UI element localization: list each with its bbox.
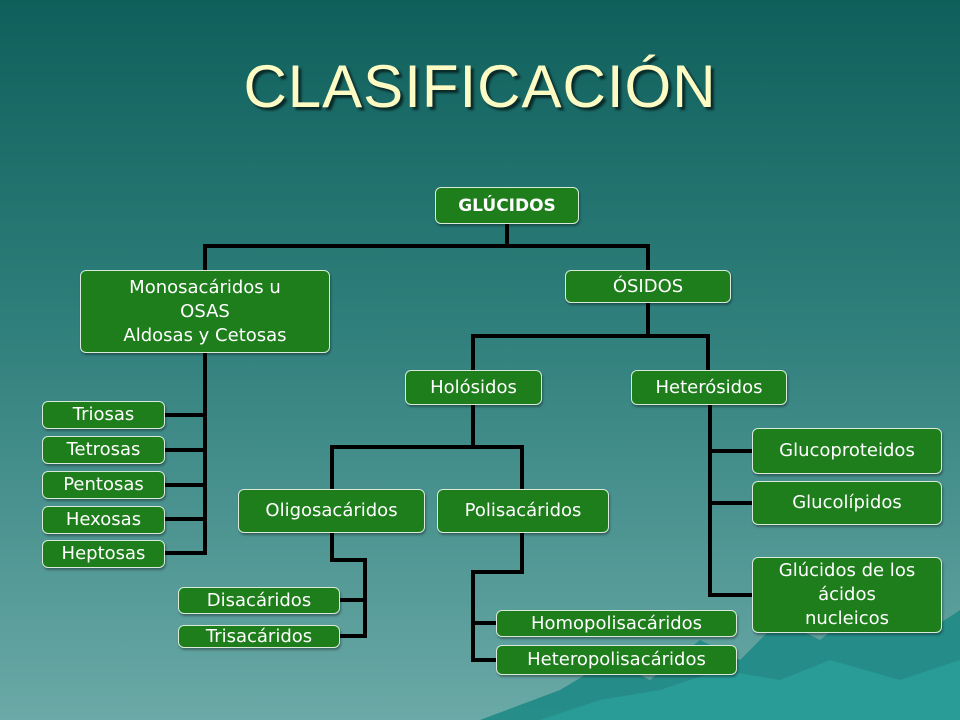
node-hexosas: Hexosas xyxy=(42,506,165,534)
node-monosacaridos: Monosacáridos u OSAS Aldosas y Cetosas xyxy=(80,270,330,353)
node-polisacaridos: Polisacáridos xyxy=(437,489,609,533)
node-heptosas: Heptosas xyxy=(42,540,165,568)
node-heteropolisacaridos-label: Heteropolisacáridos xyxy=(527,649,706,670)
node-disacaridos-label: Disacáridos xyxy=(206,589,312,611)
node-glucidos-acidos-line-1: Glúcidos de los xyxy=(778,560,916,581)
node-pentosas: Pentosas xyxy=(42,471,165,499)
node-homopolisacaridos: Homopolisacáridos xyxy=(496,610,737,637)
node-oligosacaridos: Oligosacáridos xyxy=(238,489,425,533)
node-glucidos-acidos-nucleicos: Glúcidos de los ácidos nucleicos xyxy=(752,557,942,633)
node-heterosidos: Heterósidos xyxy=(631,370,787,405)
node-pentosas-label: Pentosas xyxy=(63,474,144,495)
node-glucidos: GLÚCIDOS xyxy=(435,187,579,224)
node-glucidos-acidos-line-3: nucleicos xyxy=(804,608,890,629)
node-glucolipidos: Glucolípidos xyxy=(752,481,942,525)
node-triosas: Triosas xyxy=(42,401,165,429)
node-hexosas-label: Hexosas xyxy=(65,509,142,530)
node-glucoproteidos-label: Glucoproteidos xyxy=(779,440,915,461)
node-homopolisacaridos-label: Homopolisacáridos xyxy=(530,612,703,634)
node-holosidos: Holósidos xyxy=(405,370,542,405)
node-disacaridos: Disacáridos xyxy=(178,587,340,614)
node-tetrosas-label: Tetrosas xyxy=(66,439,141,460)
node-heptosas-label: Heptosas xyxy=(61,543,146,564)
node-tetrosas: Tetrosas xyxy=(42,436,165,464)
node-polisacaridos-label: Polisacáridos xyxy=(464,500,582,521)
node-holosidos-label: Holósidos xyxy=(430,376,517,398)
page-title: CLASIFICACIÓN xyxy=(243,53,717,120)
node-triosas-label: Triosas xyxy=(72,404,135,425)
node-heterosidos-label: Heterósidos xyxy=(655,376,763,398)
node-trisacaridos: Trisacáridos xyxy=(178,625,340,648)
node-glucoproteidos: Glucoproteidos xyxy=(752,428,942,474)
node-trisacaridos-label: Trisacáridos xyxy=(205,625,313,647)
node-glucidos-acidos-line-2: ácidos xyxy=(818,584,876,605)
node-glucolipidos-label: Glucolípidos xyxy=(792,492,902,513)
node-oligosacaridos-label: Oligosacáridos xyxy=(265,500,398,521)
node-heteropolisacaridos: Heteropolisacáridos xyxy=(496,645,737,675)
node-monosacaridos-line-2: OSAS xyxy=(180,300,230,322)
node-osidos: ÓSIDOS xyxy=(565,270,731,303)
node-monosacaridos-line-1: Monosacáridos u xyxy=(129,276,281,298)
node-monosacaridos-line-3: Aldosas y Cetosas xyxy=(123,324,287,346)
node-osidos-label: ÓSIDOS xyxy=(612,275,684,297)
node-glucidos-label: GLÚCIDOS xyxy=(458,195,556,216)
